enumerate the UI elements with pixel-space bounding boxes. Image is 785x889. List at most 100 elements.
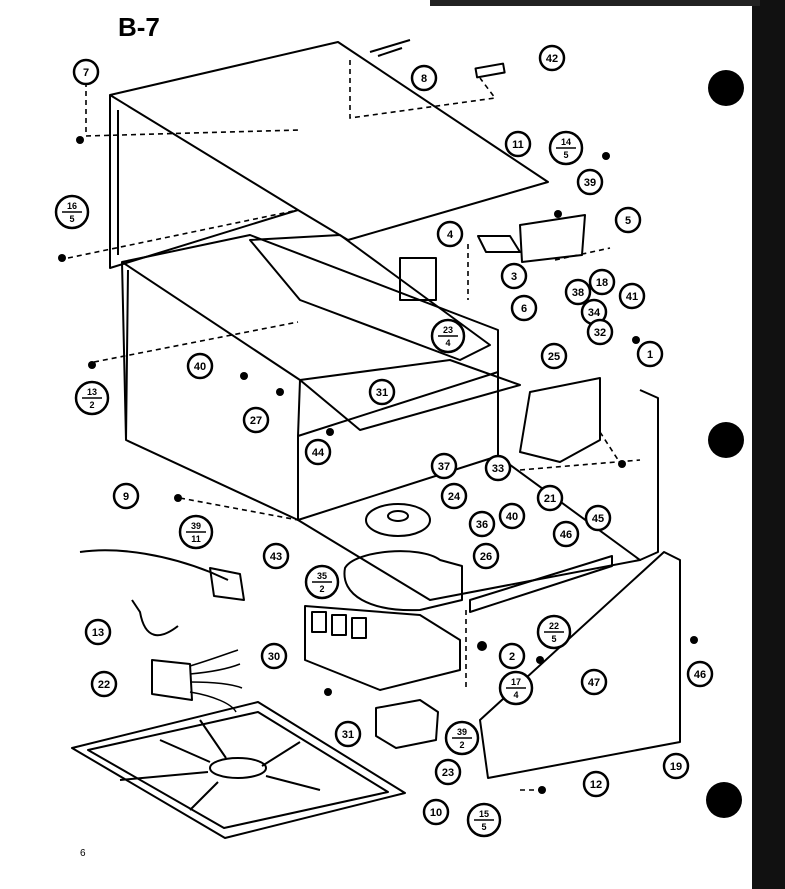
callout-number: 7	[83, 67, 89, 79]
callout-c26: 26	[472, 542, 500, 570]
page-title: B-7	[118, 12, 160, 42]
callout-c21: 21	[536, 484, 564, 512]
callout-number: 5	[625, 215, 631, 227]
callout-c38: 38	[564, 278, 592, 306]
callout-denominator: 11	[191, 534, 201, 544]
callout-number: 27	[250, 415, 262, 427]
scan-edge-top	[430, 0, 760, 6]
callout-circle	[440, 482, 468, 510]
harness-connector	[151, 659, 193, 701]
callout-c2: 2	[498, 642, 526, 670]
callout-circle	[468, 510, 496, 538]
callout-circle	[90, 670, 118, 698]
callout-number: 42	[546, 53, 558, 65]
callout-circle	[484, 454, 512, 482]
callout-c31-low: 31	[334, 720, 362, 748]
callout-c25: 25	[540, 342, 568, 370]
hinge-clip	[369, 39, 411, 57]
callout-number: 1	[647, 349, 653, 361]
callout-number: 18	[596, 277, 608, 289]
rear-frame	[639, 389, 659, 561]
callout-c22-5: 225	[536, 614, 572, 650]
callout-number: 19	[670, 761, 682, 773]
callout-circle	[304, 438, 332, 466]
fan-duct	[519, 377, 601, 463]
callout-number: 46	[694, 669, 706, 681]
callout-number: 8	[421, 73, 427, 85]
callout-circle	[576, 168, 604, 196]
blower-housing	[343, 550, 463, 612]
callout-c42: 42	[538, 44, 566, 72]
callout-circle	[434, 758, 462, 786]
power-cord	[79, 549, 229, 581]
callout-circle	[472, 542, 500, 570]
callout-circle	[580, 668, 608, 696]
callout-number: 23	[442, 767, 454, 779]
callout-c31-mid: 31	[368, 378, 396, 406]
screw-39	[554, 210, 562, 218]
callout-number: 10	[430, 807, 442, 819]
callout-number: 24	[448, 491, 461, 503]
callout-c8-top: 8	[410, 64, 438, 92]
callout-number: 25	[548, 351, 560, 363]
callout-denominator: 4	[513, 690, 518, 700]
callout-c30: 30	[260, 642, 288, 670]
callout-circle	[368, 378, 396, 406]
waveguide-cover	[249, 234, 491, 361]
bracket-slot-2	[331, 614, 347, 636]
callout-circle	[536, 484, 564, 512]
callout-c5: 5	[614, 206, 642, 234]
callout-circle	[686, 660, 714, 688]
harness-wires	[189, 649, 243, 713]
callout-c41: 41	[618, 282, 646, 310]
callout-number: 3	[511, 271, 517, 283]
callout-circle	[186, 352, 214, 380]
callout-circle	[636, 340, 664, 368]
callout-denominator: 5	[69, 214, 74, 224]
callout-c10: 10	[422, 798, 450, 826]
callout-numerator: 35	[317, 571, 327, 581]
screw-14	[602, 152, 610, 160]
screw-15	[538, 786, 546, 794]
callout-circle	[662, 752, 690, 780]
rail-channel	[469, 555, 613, 613]
callout-denominator: 2	[459, 740, 464, 750]
callout-circle	[510, 294, 538, 322]
callout-numerator: 23	[443, 325, 453, 335]
callout-circle	[588, 268, 616, 296]
callout-numerator: 14	[561, 137, 571, 147]
callout-c39-top: 39	[576, 168, 604, 196]
callout-number: 31	[376, 387, 388, 399]
callout-circle	[260, 642, 288, 670]
callout-c13-2: 132	[74, 380, 110, 416]
callout-c37: 37	[430, 452, 458, 480]
screw-45	[618, 460, 626, 468]
callout-number: 37	[438, 461, 450, 473]
callout-number: 26	[480, 551, 492, 563]
washer-2	[477, 641, 487, 651]
callout-c14-5: 145	[548, 130, 584, 166]
callout-c22: 22	[90, 670, 118, 698]
callout-circle	[584, 504, 612, 532]
callout-c46-mid: 46	[552, 520, 580, 548]
callout-circle	[334, 720, 362, 748]
binder-hole-bottom	[706, 782, 742, 818]
leader-45	[599, 431, 623, 467]
callout-denominator: 5	[481, 822, 486, 832]
callout-circle	[112, 482, 140, 510]
bracket-slot-1	[311, 611, 327, 633]
binder-hole-middle	[708, 422, 744, 458]
callout-c9: 9	[112, 482, 140, 510]
callout-circle	[552, 520, 580, 548]
callout-c35-2: 352	[304, 564, 340, 600]
callout-numerator: 17	[511, 677, 521, 687]
callout-number: 36	[476, 519, 488, 531]
callout-number: 40	[506, 511, 518, 523]
callout-numerator: 15	[479, 809, 489, 819]
leader-9	[179, 497, 299, 521]
callout-number: 45	[592, 513, 604, 525]
leader-13	[93, 321, 299, 363]
callout-c46-right: 46	[686, 660, 714, 688]
